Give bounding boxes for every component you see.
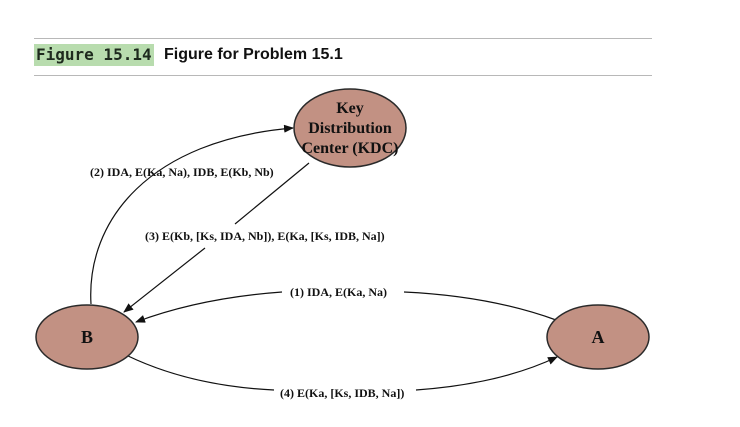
- edge-b-to-a-left: [125, 354, 275, 391]
- node-a: A: [546, 304, 650, 370]
- edge-kdc-to-b-lower: [123, 247, 206, 313]
- node-kdc-shape: [293, 88, 407, 168]
- edge-a-to-b-right: [403, 291, 557, 321]
- edge-b-to-kdc: [90, 124, 294, 305]
- node-kdc: Key Distribution Center (KDC): [293, 88, 407, 168]
- node-b-shape: [35, 304, 139, 370]
- message-3-label: (3) E(Kb, [Ks, IDA, Nb]), E(Ka, [Ks, IDB…: [145, 229, 385, 243]
- edge-b-to-a-right: [415, 356, 558, 391]
- figure-caption: Figure for Problem 15.1: [164, 46, 343, 63]
- figure-number: Figure 15.14: [34, 44, 154, 66]
- node-a-label: A: [592, 327, 605, 347]
- message-1-label: (1) IDA, E(Ka, Na): [290, 285, 387, 299]
- message-4-label: (4) E(Ka, [Ks, IDB, Na]): [280, 386, 404, 400]
- header-bottom-rule: [34, 75, 652, 76]
- edge-kdc-to-b-upper: [234, 162, 310, 225]
- node-kdc-label-line-1: Key: [336, 100, 364, 117]
- node-b: B: [35, 304, 139, 370]
- node-a-shape: [546, 304, 650, 370]
- edge-a-to-b-left: [135, 291, 283, 323]
- header-top-rule: [34, 38, 652, 39]
- message-2-label: (2) IDA, E(Ka, Na), IDB, E(Kb, Nb): [90, 165, 274, 179]
- node-b-label: B: [81, 327, 93, 347]
- node-kdc-label-line-2: Distribution: [308, 120, 392, 137]
- node-kdc-label-line-3: Center (KDC): [301, 140, 398, 157]
